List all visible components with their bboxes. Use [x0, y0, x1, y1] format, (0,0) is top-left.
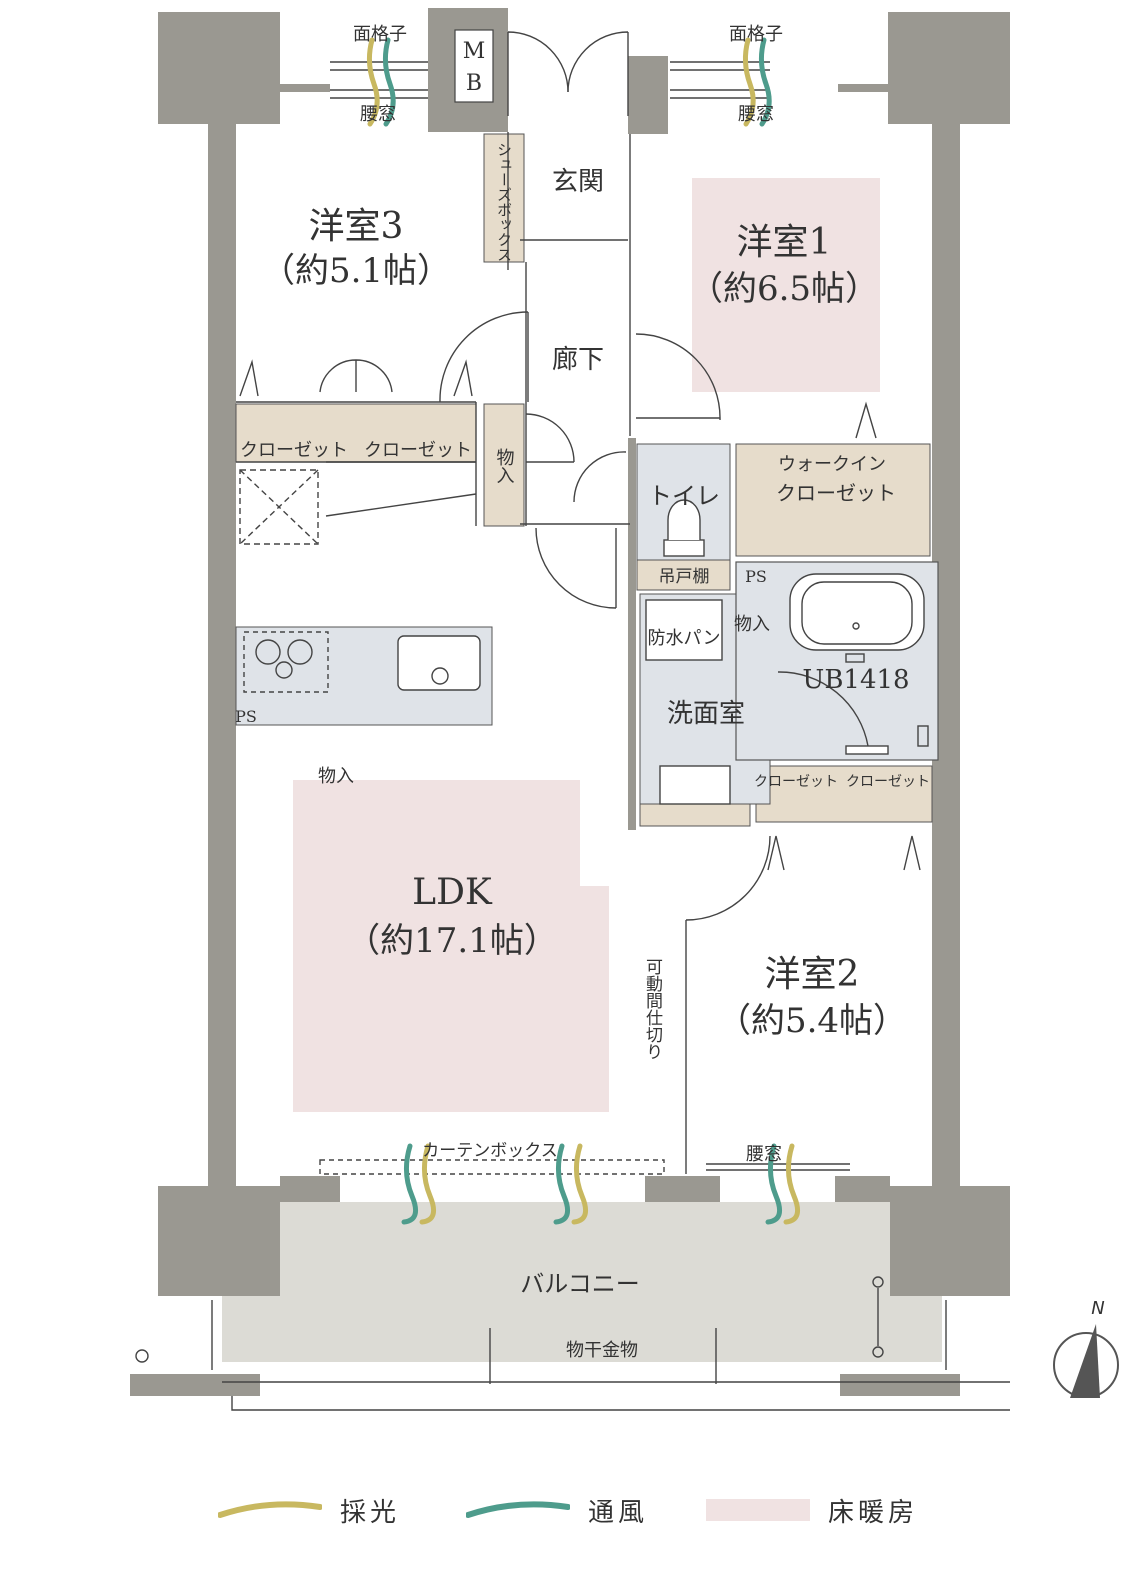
daylight-wave-icon — [218, 1501, 322, 1518]
room3-name: 洋室3 — [309, 206, 404, 247]
hanging-shelf-area — [636, 559, 731, 591]
hallway-label: 廊下 — [552, 345, 604, 375]
ps-bath-label: PS — [745, 567, 767, 586]
lattice-right-label: 面格子 — [729, 24, 783, 45]
storage-kitchen-label: 物入 — [318, 766, 354, 787]
floor-heating-room1 — [692, 178, 880, 392]
toilet-label: トイレ — [648, 482, 720, 510]
mb-m: M — [463, 39, 486, 64]
ldk-name: LDK — [412, 872, 493, 913]
closet-c-label: クローゼット — [754, 774, 838, 790]
legend-daylight: 採光 — [218, 1480, 400, 1540]
legend-floor-heating: 床暖房 — [706, 1480, 918, 1540]
balcony-label: バルコニー — [520, 1270, 640, 1298]
shoe-box — [483, 133, 525, 263]
waist-window-right-label: 腰窓 — [738, 104, 774, 125]
mb-b: B — [466, 71, 482, 96]
closet-d-label: クローゼット — [846, 774, 930, 790]
bath-label: UB1418 — [802, 665, 909, 695]
room3-size: （約5.1帖） — [261, 251, 451, 291]
walkin-line2: クローゼット — [776, 481, 896, 505]
washroom-label: 洗面室 — [667, 699, 745, 729]
walkin-line1: ウォークイン — [778, 454, 886, 475]
entrance-label: 玄関 — [552, 167, 604, 197]
airflow-waves — [366, 37, 801, 1225]
legend: 採光 通風 床暖房 — [0, 1480, 1140, 1540]
shoe-box-label: シューズボックス — [495, 142, 513, 262]
floor-heating-swatch — [706, 1499, 810, 1521]
waist-window-bottom-label: 腰窓 — [746, 1144, 782, 1165]
room-labels: 洋室3 （約5.1帖） 洋室1 （約6.5帖） 洋室2 （約5.4帖） LDK … — [261, 39, 910, 1298]
closet-a-label: クローゼット — [240, 440, 348, 461]
legend-floor-heating-label: 床暖房 — [828, 1497, 919, 1528]
room1-size: （約6.5帖） — [689, 269, 879, 309]
legend-ventilation-label: 通風 — [588, 1497, 649, 1528]
legend-ventilation: 通風 — [466, 1480, 648, 1540]
ps-kitchen-label: PS — [235, 707, 257, 726]
floor-heating-ldk — [293, 780, 609, 1112]
storage-wash-label: 物入 — [734, 614, 770, 635]
ventilation-wave-icon — [466, 1501, 570, 1518]
storage-hall — [483, 403, 525, 527]
north-label: N — [1091, 1298, 1104, 1319]
ldk-size: （約17.1帖） — [346, 921, 558, 961]
closet-b-label: クローゼット — [364, 440, 472, 461]
interior-lines — [135, 31, 1010, 1411]
movable-partition-label: 可動間仕切り — [642, 958, 663, 1060]
washer-cabinet — [639, 803, 751, 827]
waterproof-pan-label: 防水パン — [648, 628, 721, 649]
north-arrow: N — [1053, 1298, 1119, 1398]
hanging-shelf-label: 吊戸棚 — [659, 567, 710, 587]
storage-hall-label: 物入 — [494, 448, 515, 484]
laundry-hanger-label: 物干金物 — [566, 1340, 638, 1361]
curtain-box-label: カーテンボックス — [422, 1141, 558, 1161]
closet-room2 — [755, 765, 933, 823]
room2-name: 洋室2 — [765, 954, 860, 995]
legend-daylight-label: 採光 — [340, 1497, 401, 1528]
fixture-labels: 面格子 面格子 腰窓 腰窓 腰窓 シューズボックス クローゼット クローゼット … — [235, 24, 930, 1361]
walkin-closet — [735, 443, 931, 557]
room1-name: 洋室1 — [737, 222, 832, 263]
waist-window-left-label: 腰窓 — [360, 104, 396, 125]
lattice-left-label: 面格子 — [353, 24, 407, 45]
room2-size: （約5.4帖） — [717, 1001, 907, 1041]
